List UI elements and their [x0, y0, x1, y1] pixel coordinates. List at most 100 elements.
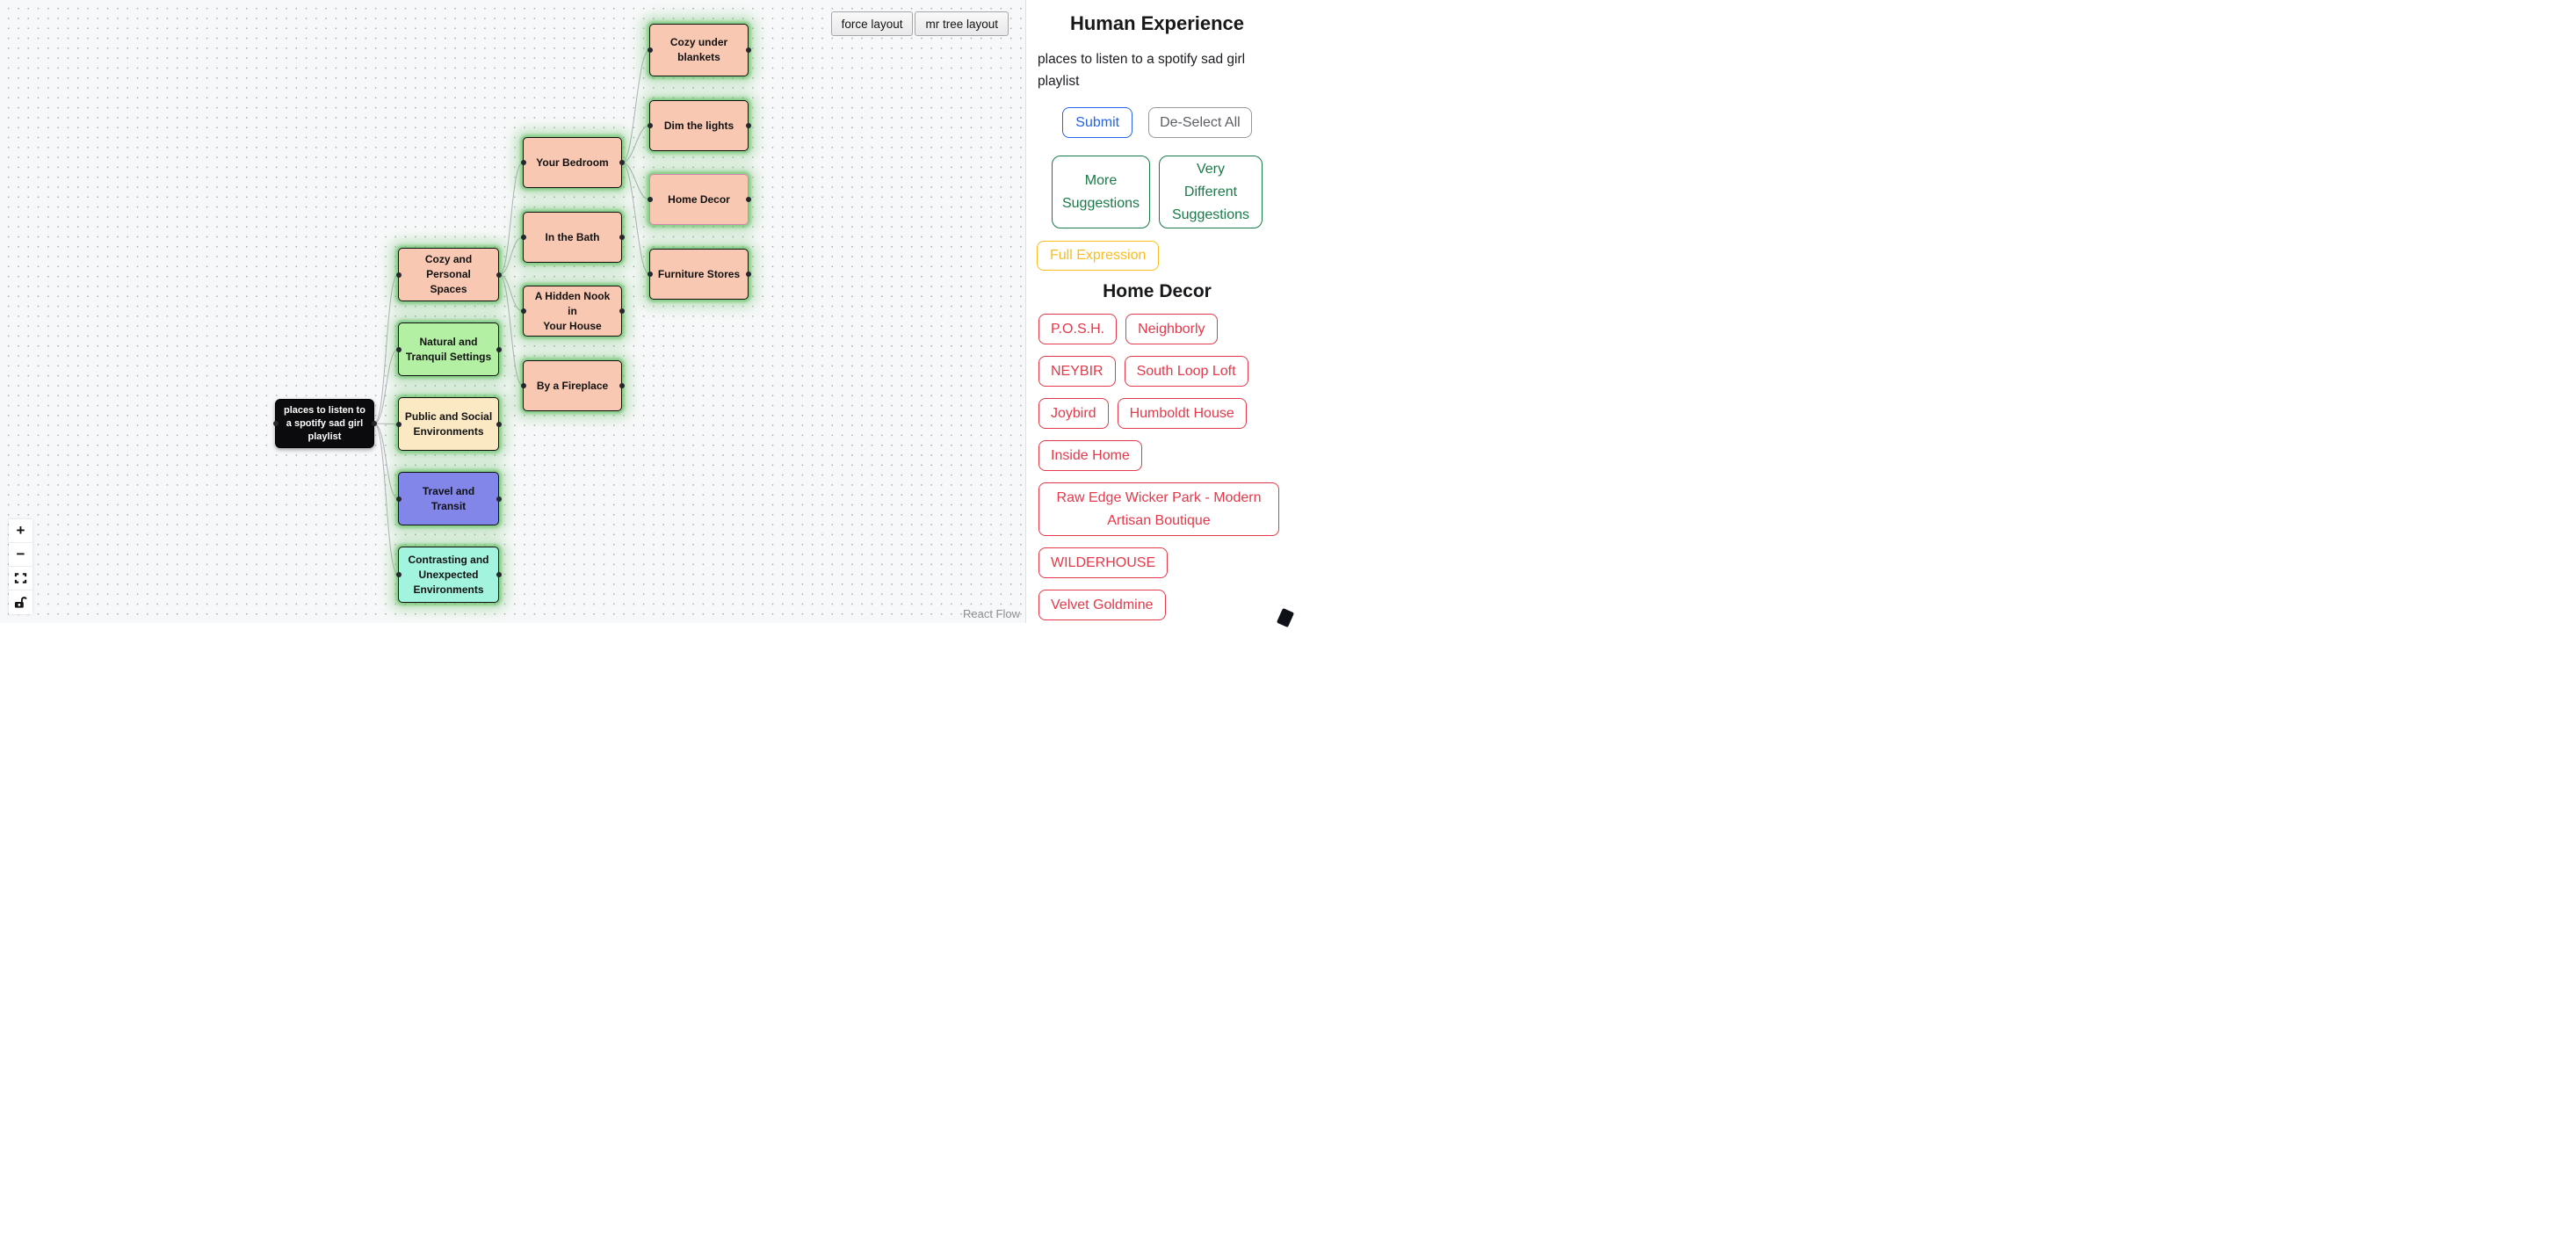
node-handle-right[interactable]: [496, 346, 502, 352]
suggestion-chip[interactable]: Humboldt House: [1117, 398, 1247, 429]
node-handle-right[interactable]: [745, 272, 751, 277]
zoom-out-button[interactable]: −: [9, 543, 33, 567]
node-handle-left[interactable]: [647, 123, 653, 128]
node-handle-left[interactable]: [520, 308, 526, 314]
node-handle-left[interactable]: [395, 421, 402, 427]
node-handle-left[interactable]: [272, 421, 279, 426]
deselect-all-button[interactable]: De-Select All: [1148, 107, 1252, 138]
mindmap-node-furniture[interactable]: Furniture Stores: [647, 249, 751, 300]
node-label: Dim the lights: [663, 119, 734, 132]
node-handle-right[interactable]: [745, 123, 751, 128]
node-label: Cozy and Personal Spaces: [424, 253, 473, 295]
edge-bedroom-dim-lights: [621, 125, 650, 163]
layout-switch: force layout mr tree layout: [830, 11, 1009, 36]
mindmap-node-dim-lights[interactable]: Dim the lights: [647, 100, 751, 151]
suggestion-chip[interactable]: WILDERHOUSE: [1038, 547, 1169, 578]
mr-tree-layout-button[interactable]: mr tree layout: [915, 11, 1009, 36]
node-handle-left[interactable]: [647, 47, 653, 53]
zoom-in-button[interactable]: +: [9, 519, 33, 543]
edge-cozy-personal-bath: [498, 236, 524, 275]
suggestion-chip[interactable]: Raw Edge Wicker Park - Modern Artisan Bo…: [1038, 482, 1279, 536]
force-layout-button[interactable]: force layout: [830, 11, 914, 36]
node-handle-right[interactable]: [745, 197, 751, 202]
full-expression-button[interactable]: Full Expression: [1037, 241, 1160, 271]
full-expression-row: Full Expression: [1037, 241, 1288, 271]
node-handle-left[interactable]: [647, 272, 653, 277]
node-label: Travel and Transit: [422, 484, 475, 512]
node-label: A Hidden Nook in Your House: [534, 289, 611, 332]
node-handle-left[interactable]: [647, 197, 653, 202]
react-flow-attribution[interactable]: React Flow: [962, 607, 1020, 620]
suggestion-chip[interactable]: Velvet Goldmine: [1038, 590, 1166, 620]
node-label: places to listen to a spotify sad girl p…: [284, 404, 365, 442]
lock-button[interactable]: [9, 590, 33, 614]
node-handle-left[interactable]: [395, 346, 402, 352]
node-handle-right[interactable]: [496, 272, 502, 278]
mindmap-node-natural[interactable]: Natural and Tranquil Settings: [395, 322, 502, 376]
node-handle-right[interactable]: [619, 383, 625, 388]
node-handle-right[interactable]: [496, 496, 502, 502]
sidebar-title: Human Experience: [1069, 12, 1245, 34]
node-label: Your Bedroom: [536, 156, 609, 169]
edge-root-travel: [373, 423, 399, 499]
flow-controls: + −: [9, 519, 33, 614]
edge-layer: [373, 49, 650, 576]
node-handle-left[interactable]: [395, 572, 402, 577]
edge-root-natural: [373, 349, 399, 424]
action-row: Submit De-Select All: [1026, 107, 1288, 138]
node-handle-right[interactable]: [745, 47, 751, 53]
suggestion-chip[interactable]: NEYBIR: [1038, 356, 1116, 387]
mindmap-node-public-social[interactable]: Public and Social Environments: [395, 397, 502, 451]
node-handle-right[interactable]: [496, 421, 502, 427]
fit-view-button[interactable]: [9, 567, 33, 590]
suggestion-chip[interactable]: South Loop Loft: [1124, 356, 1248, 387]
mindmap-node-contrasting[interactable]: Contrasting and Unexpected Environments: [395, 547, 502, 603]
more-suggestions-button[interactable]: More Suggestions: [1052, 156, 1150, 228]
node-label: Furniture Stores: [657, 267, 741, 280]
mindmap-node-bath[interactable]: In the Bath: [520, 212, 625, 263]
flow-canvas[interactable]: places to listen to a spotify sad girl p…: [0, 0, 1025, 623]
edge-bedroom-furniture: [621, 162, 650, 275]
suggestion-chip[interactable]: P.O.S.H.: [1038, 314, 1118, 344]
plus-icon: +: [16, 522, 25, 539]
submit-button[interactable]: Submit: [1062, 107, 1133, 138]
suggestion-chip[interactable]: Neighborly: [1125, 314, 1218, 344]
node-handle-left[interactable]: [520, 235, 526, 240]
section-title: Home Decor: [1103, 281, 1212, 301]
node-label: Natural and Tranquil Settings: [405, 335, 492, 363]
mindmap-node-nook[interactable]: A Hidden Nook in Your House: [520, 286, 625, 337]
mindmap-node-travel[interactable]: Travel and Transit: [395, 472, 502, 525]
suggestion-actions-row: More Suggestions Very Different Suggesti…: [1026, 156, 1288, 228]
edge-root-cozy-personal: [373, 274, 399, 424]
node-handle-left[interactable]: [520, 383, 526, 388]
node-handle-right[interactable]: [496, 572, 502, 577]
mindmap-node-root[interactable]: places to listen to a spotify sad girl p…: [272, 399, 377, 448]
mindmap-node-cozy-personal[interactable]: Cozy and Personal Spaces: [395, 248, 502, 301]
node-label: By a Fireplace: [536, 379, 609, 392]
node-label: Contrasting and Unexpected Environments: [408, 553, 489, 596]
mindmap-node-fireplace[interactable]: By a Fireplace: [520, 360, 625, 411]
node-label: Cozy under blankets: [669, 36, 728, 63]
node-handle-right[interactable]: [619, 235, 625, 240]
node-handle-left[interactable]: [520, 160, 526, 165]
node-label: Public and Social Environments: [404, 409, 493, 438]
mindmap-node-bedroom[interactable]: Your Bedroom: [520, 137, 625, 188]
unlock-icon: [14, 597, 27, 608]
mindmap-node-home-decor[interactable]: Home Decor: [647, 174, 751, 225]
edge-cozy-personal-bedroom: [498, 162, 524, 275]
suggestion-chip[interactable]: Joybird: [1038, 398, 1109, 429]
node-handle-left[interactable]: [395, 272, 402, 278]
edge-cozy-personal-fireplace: [498, 274, 524, 387]
minus-icon: −: [16, 546, 25, 562]
node-handle-right[interactable]: [619, 308, 625, 314]
edge-cozy-personal-nook: [498, 274, 524, 312]
mindmap-node-blankets[interactable]: Cozy under blankets: [647, 24, 751, 76]
node-handle-right[interactable]: [371, 421, 377, 426]
edge-root-contrasting: [373, 423, 399, 576]
node-handle-right[interactable]: [619, 160, 625, 165]
node-handle-left[interactable]: [395, 496, 402, 502]
suggestion-chip[interactable]: Inside Home: [1038, 440, 1142, 471]
very-different-suggestions-button[interactable]: Very Different Suggestions: [1159, 156, 1263, 228]
edge-bedroom-home-decor: [621, 162, 650, 200]
